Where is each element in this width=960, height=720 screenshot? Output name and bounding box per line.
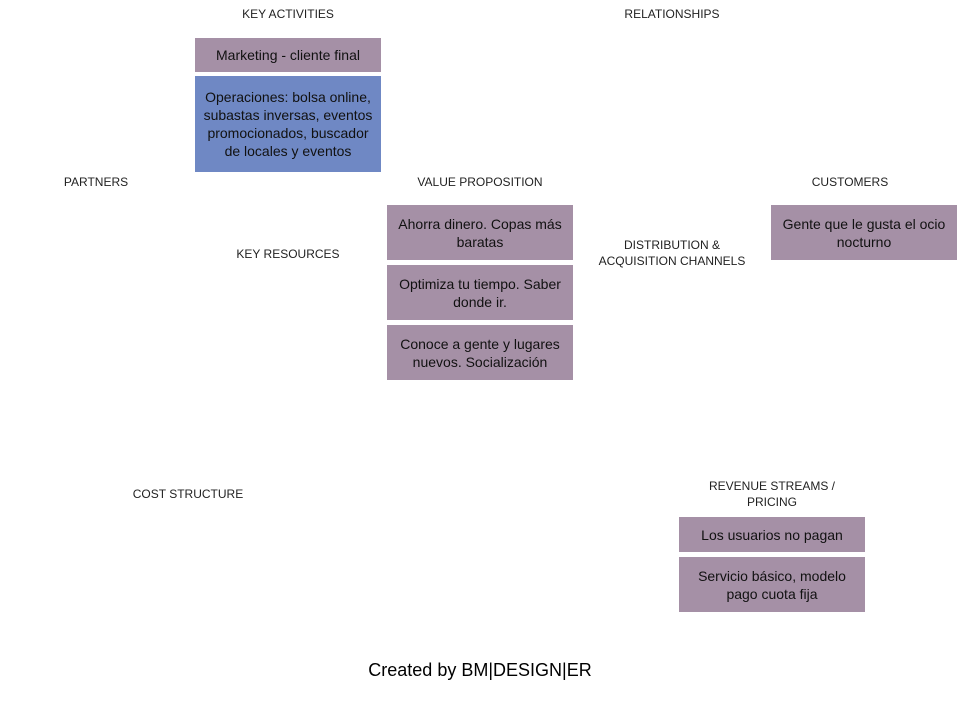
- note-ahorra-dinero: Ahorra dinero. Copas más baratas: [387, 205, 573, 260]
- note-conoce-gente: Conoce a gente y lugares nuevos. Sociali…: [387, 325, 573, 380]
- note-optimiza-tiempo: Optimiza tu tiempo. Saber donde ir.: [387, 265, 573, 320]
- note-marketing: Marketing - cliente final: [195, 38, 381, 72]
- revenue-streams-label: REVENUE STREAMS / PRICING: [708, 479, 836, 509]
- note-operaciones: Operaciones: bolsa online, subastas inve…: [195, 76, 381, 172]
- key-activities-label: KEY ACTIVITIES: [242, 7, 334, 21]
- value-proposition-label: VALUE PROPOSITION: [417, 175, 543, 189]
- footer-credit: Created by BM|DESIGN|ER: [368, 660, 592, 680]
- distribution-channels-label: DISTRIBUTION & ACQUISITION CHANNELS: [598, 238, 746, 268]
- key-resources-label: KEY RESOURCES: [236, 247, 340, 261]
- note-gente-ocio: Gente que le gusta el ocio nocturno: [771, 205, 957, 260]
- relationships-label: RELATIONSHIPS: [624, 7, 720, 21]
- partners-label: PARTNERS: [63, 175, 129, 189]
- note-usuarios-no-pagan: Los usuarios no pagan: [679, 517, 865, 552]
- customers-label: CUSTOMERS: [811, 175, 889, 189]
- note-servicio-basico: Servicio básico, modelo pago cuota fija: [679, 557, 865, 612]
- cost-structure-label: COST STRUCTURE: [132, 487, 244, 501]
